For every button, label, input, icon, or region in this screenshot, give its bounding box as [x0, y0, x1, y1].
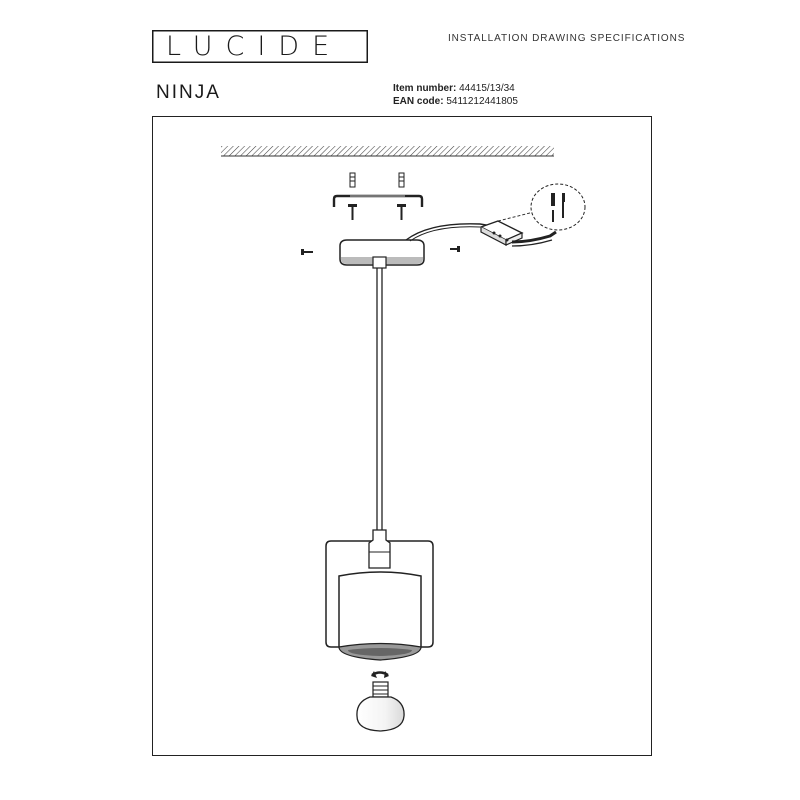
ean-label: EAN code: — [393, 96, 444, 107]
item-number-row: Item number: 44415/13/34 — [393, 82, 518, 95]
item-number-value: 44415/13/34 — [459, 83, 515, 94]
ceiling-canopy — [339, 239, 425, 269]
logo-frame — [152, 30, 368, 63]
supply-wire — [405, 223, 493, 242]
mounting-bracket — [332, 194, 424, 207]
suspension-cord — [376, 268, 383, 530]
ean-value: 5411212441805 — [446, 96, 518, 107]
brand-logo: LUCIDE — [152, 30, 368, 63]
drawing-frame — [152, 116, 652, 756]
light-bulb-icon — [356, 681, 405, 732]
rotate-arrow-icon — [371, 671, 389, 678]
pendant-shade — [325, 529, 434, 661]
wire-connector-icon — [479, 211, 557, 247]
side-screw-icon — [301, 246, 460, 255]
item-number-label: Item number: — [393, 83, 457, 94]
product-name: NINJA — [156, 82, 221, 103]
dashed-detail-circle — [530, 183, 586, 231]
wall-plug-icon — [349, 172, 405, 188]
logo-text: LUCIDE — [166, 31, 343, 62]
screw-icon — [348, 204, 406, 220]
ceiling-hatch — [221, 146, 554, 157]
ean-row: EAN code: 5411212441805 — [393, 95, 518, 108]
document-type: INSTALLATION DRAWING SPECIFICATIONS — [448, 33, 686, 44]
spec-block: Item number: 44415/13/34 EAN code: 54112… — [393, 82, 518, 108]
